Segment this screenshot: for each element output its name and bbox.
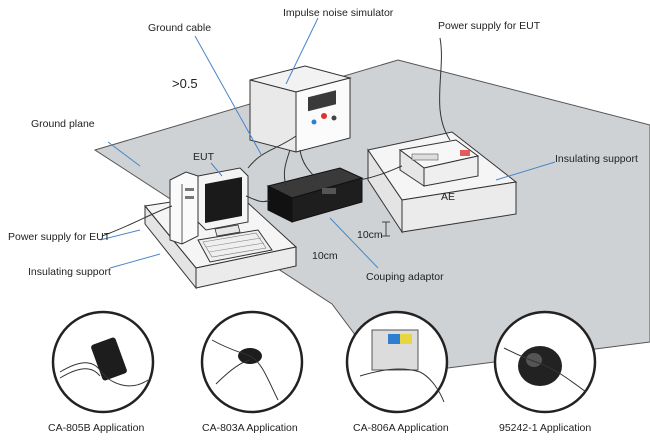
- eut-monitor: [197, 167, 249, 237]
- label-impulse-noise-simulator: Impulse noise simulator: [283, 7, 394, 19]
- label-insulating-support-left: Insulating support: [28, 266, 111, 278]
- caption-ca-803a: CA-803A Application: [202, 422, 298, 434]
- label-power-supply-eut-top: Power supply for EUT: [438, 20, 541, 32]
- eut-tower: [169, 171, 199, 245]
- caption-ca-805b: CA-805B Application: [48, 422, 145, 434]
- inset-ca-803a: [200, 310, 304, 414]
- inset-ca-806a: [345, 310, 449, 414]
- label-ground-plane: Ground plane: [31, 118, 95, 130]
- leader-lines: [99, 17, 556, 269]
- label-couping-adaptor: Couping adaptor: [366, 271, 444, 283]
- caption-ca-806a: CA-806A Application: [353, 422, 449, 434]
- cables: [101, 37, 451, 237]
- ae-device: [398, 139, 480, 187]
- impulse-noise-simulator: [249, 65, 352, 153]
- label-ae: AE: [441, 191, 456, 203]
- label-power-supply-eut-left: Power supply for EUT: [8, 231, 111, 243]
- coupling-adaptor-box: [266, 167, 364, 223]
- dimension-markers: [295, 221, 390, 266]
- caption-95242-1: 95242-1 Application: [499, 422, 592, 434]
- label-ground-cable: Ground cable: [148, 22, 212, 34]
- label-10cm-bottom: 10cm: [312, 250, 338, 262]
- label-insulating-support-right: Insulating support: [555, 153, 638, 165]
- ground-plane: [93, 59, 650, 377]
- eut-keyboard: [197, 229, 273, 263]
- label-eut: EUT: [193, 151, 214, 163]
- label-10cm-right: 10cm: [357, 229, 383, 241]
- inset-ca-805b: [51, 310, 155, 414]
- inset-95242-1: [493, 310, 597, 414]
- label-gt05: >0.5: [172, 76, 198, 91]
